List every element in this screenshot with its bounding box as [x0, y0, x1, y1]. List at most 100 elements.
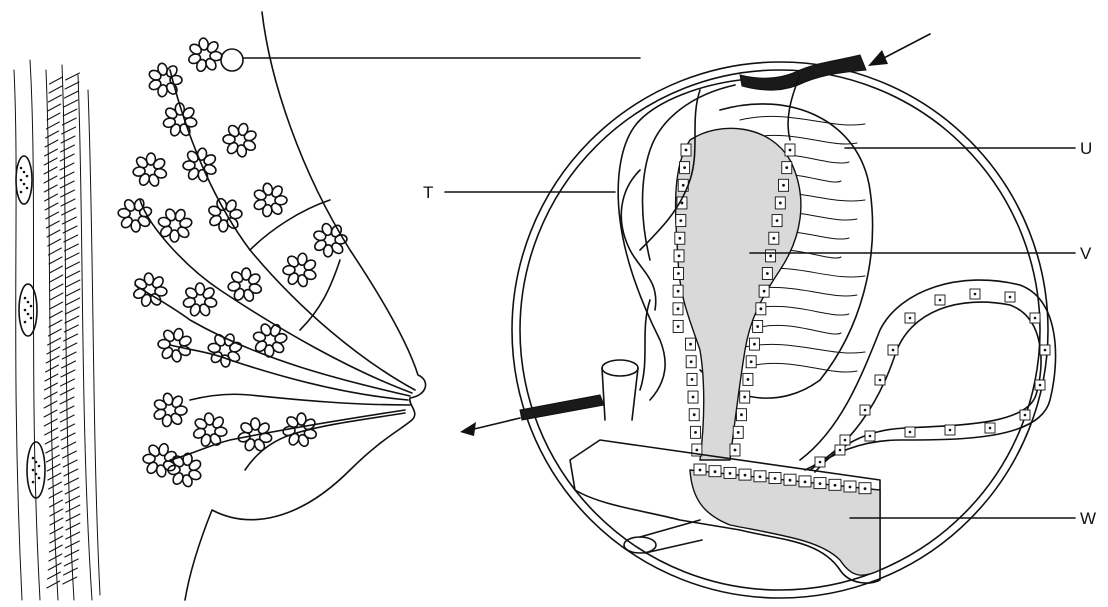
cell-nucleus — [864, 487, 867, 490]
hatch-stroke — [66, 298, 80, 305]
hatch-stroke — [44, 176, 57, 183]
hatch-stroke — [47, 113, 60, 120]
cell-nucleus — [939, 299, 942, 302]
hatch-stroke — [60, 379, 74, 386]
cell-nucleus — [734, 449, 737, 452]
hatch-stroke — [48, 563, 61, 570]
cell-nucleus — [819, 461, 822, 464]
cell-nucleus — [864, 409, 867, 412]
acinus — [157, 84, 168, 98]
hatch-stroke — [46, 356, 59, 363]
hatch-stroke — [49, 86, 62, 93]
acinus — [313, 230, 327, 242]
cell-granule — [24, 297, 27, 300]
cell-nucleus — [744, 474, 747, 477]
hatch-stroke — [48, 248, 61, 255]
acinus — [253, 188, 268, 201]
hatch-stroke — [45, 194, 58, 201]
hatch-stroke — [61, 433, 75, 440]
cell-nucleus — [759, 307, 762, 310]
cell-nucleus — [682, 184, 685, 187]
cell-nucleus — [690, 360, 693, 363]
acinus — [208, 205, 222, 217]
cell-granule — [38, 465, 41, 468]
cell-nucleus — [782, 184, 785, 187]
cell-granule — [26, 175, 29, 178]
cell-nucleus — [763, 290, 766, 293]
hatch-stroke — [49, 77, 62, 84]
cell-granule — [23, 183, 26, 186]
hatch-stroke — [61, 370, 75, 377]
cell-nucleus — [753, 343, 756, 346]
cell-nucleus — [989, 427, 992, 430]
hatch-stroke — [60, 172, 74, 179]
hatch-stroke — [61, 136, 75, 143]
hatch-stroke — [64, 559, 78, 566]
cell-nucleus — [689, 343, 692, 346]
hatch-stroke — [65, 73, 79, 80]
acinus — [153, 167, 167, 179]
cell-nucleus — [677, 325, 680, 328]
hatch-stroke — [44, 410, 57, 417]
hatch-stroke — [45, 374, 58, 381]
hatch-stroke — [64, 91, 78, 98]
cell-nucleus — [678, 254, 681, 257]
acinus — [174, 208, 187, 223]
cell-granule — [20, 167, 23, 170]
cell-granule — [35, 461, 38, 464]
hatch-stroke — [65, 307, 79, 314]
lobule-clusters — [118, 37, 348, 487]
cell-nucleus — [677, 272, 680, 275]
cell-granule — [24, 309, 27, 312]
hatch-stroke — [62, 352, 76, 359]
breast-outline — [185, 12, 426, 600]
hatch-stroke — [62, 451, 76, 458]
hatch-stroke — [65, 253, 79, 260]
hatch-stroke — [66, 496, 80, 503]
hatch-stroke — [63, 568, 77, 575]
hatch-stroke — [65, 487, 79, 494]
hatch-stroke — [49, 257, 62, 264]
hatch-stroke — [63, 109, 77, 116]
magnified-region-marker — [221, 49, 243, 71]
cell-nucleus — [1024, 414, 1027, 417]
hatch-stroke — [44, 185, 57, 192]
hatch-stroke — [46, 122, 59, 129]
acinus — [226, 123, 240, 138]
hatch-stroke — [63, 460, 77, 467]
cell-granule — [38, 477, 41, 480]
acinus — [153, 398, 167, 411]
hatch-stroke — [60, 154, 74, 161]
hatch-stroke — [45, 203, 58, 210]
hatch-stroke — [66, 271, 80, 278]
acinus — [189, 303, 202, 317]
acinus — [143, 454, 155, 463]
cell-nucleus — [774, 477, 777, 480]
cell-nucleus — [691, 378, 694, 381]
cell-nucleus — [789, 479, 792, 482]
cell-nucleus — [819, 482, 822, 485]
muscle-fiber — [752, 325, 841, 334]
hatch-stroke — [66, 280, 80, 287]
hatch-stroke — [65, 82, 79, 89]
hatch-stroke — [62, 442, 76, 449]
hatch-stroke — [65, 316, 79, 323]
alveolus — [673, 128, 801, 460]
cell-nucleus — [743, 396, 746, 399]
hatch-stroke — [62, 217, 76, 224]
cell-granule — [20, 191, 23, 194]
hatch-stroke — [46, 221, 59, 228]
cell-nucleus — [834, 484, 837, 487]
cell-nucleus — [849, 486, 852, 489]
muscle-fiber — [746, 363, 857, 372]
cell-granule — [20, 179, 23, 182]
cell-granule — [32, 481, 35, 484]
hatch-stroke — [49, 491, 62, 498]
hatch-stroke — [66, 505, 80, 512]
cell-nucleus — [693, 413, 696, 416]
label-t: T — [423, 183, 433, 202]
hatch-stroke — [62, 118, 76, 125]
cell-nucleus — [683, 166, 686, 169]
hatch-stroke — [44, 158, 57, 165]
duct-tree — [135, 70, 415, 470]
